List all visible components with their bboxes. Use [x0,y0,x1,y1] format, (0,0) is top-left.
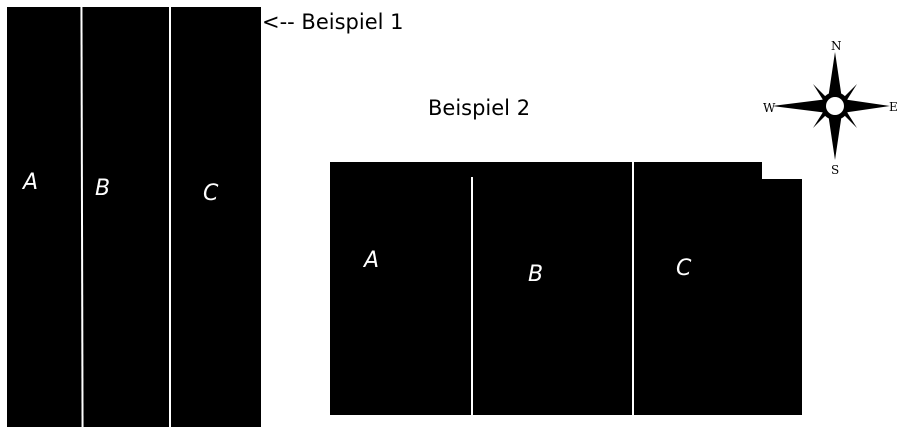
example2-black-area [330,162,802,415]
example2-corner-notch [762,162,802,179]
compass-south-label: S [831,163,839,176]
compass-rose: N E S W [762,38,900,177]
compass-north-label: N [831,39,842,53]
example1-divider-bc [169,7,171,427]
compass-west-label: W [763,101,776,115]
example1-label-c: C [203,181,219,206]
example2-caption: Beispiel 2 [428,96,531,120]
compass-east-label: E [889,100,898,114]
example2-label-a: A [364,248,380,273]
example2-label-b: B [528,262,544,287]
example2-label-c: C [676,256,692,281]
compass-star-icon: N E S W [763,39,898,177]
example2-divider-ab [471,177,473,415]
example1-caption: <-- Beispiel 1 [262,10,404,34]
example1-black-area [7,7,261,427]
example1-label-a: A [23,170,39,195]
example1-label-b: B [95,176,111,201]
example2-divider-bc [632,162,634,415]
